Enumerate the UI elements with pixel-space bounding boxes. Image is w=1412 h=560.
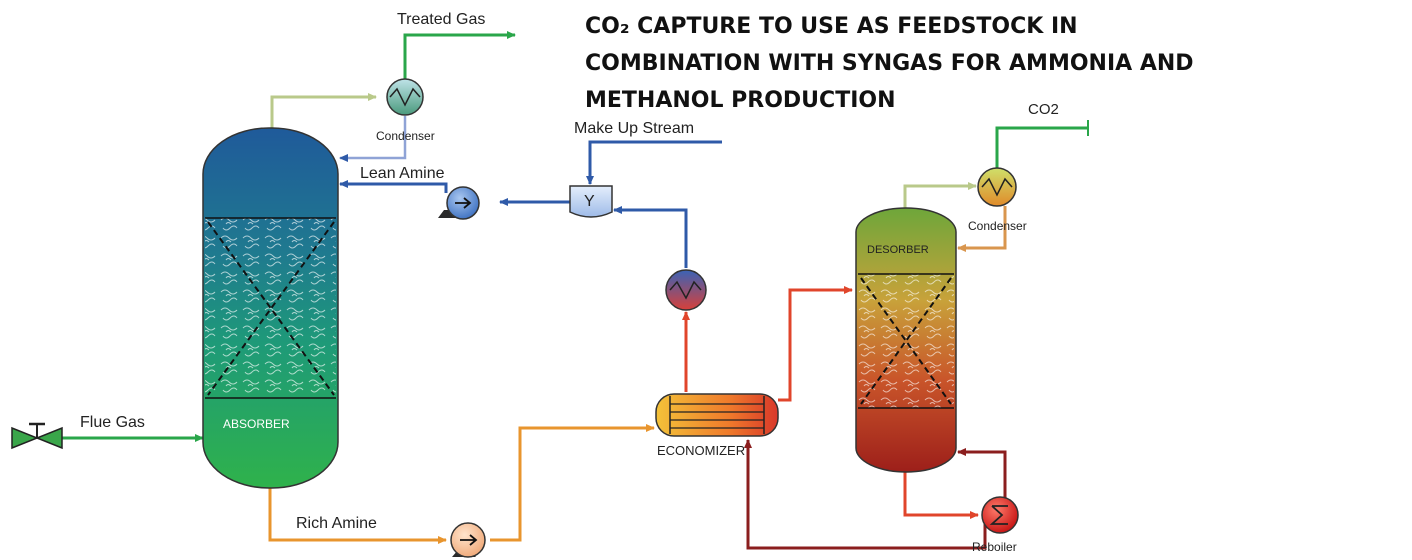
economizer-exchanger (655, 393, 779, 437)
absorber-column (202, 127, 339, 489)
absorber-label: ABSORBER (223, 417, 290, 431)
mixer-symbol: Y (584, 193, 595, 210)
absorber-reflux-line (339, 116, 407, 162)
desorber-label: DESORBER (867, 244, 929, 256)
pump-to-economizer-line (490, 424, 655, 542)
desorber-to-reboiler-line (903, 470, 979, 519)
reboiler-coil-icon (989, 505, 1008, 525)
flue-gas-label: Flue Gas (80, 414, 145, 431)
hot-lean-return-line (744, 439, 987, 550)
economizer-to-desorber-line (778, 286, 853, 402)
rich-amine-pump (450, 522, 486, 558)
condenser-coil-icon (389, 87, 421, 107)
rich-amine-label: Rich Amine (296, 515, 377, 532)
absorber-overhead-line (270, 93, 377, 128)
desorber-condenser (977, 167, 1017, 207)
condenser-coil-icon (981, 177, 1013, 197)
make-up-line (586, 140, 722, 185)
reboiler-label: Reboiler (972, 540, 1017, 554)
cooler-coil-icon (669, 280, 702, 300)
rich-amine-line (268, 487, 447, 544)
treated-gas-line (403, 31, 516, 80)
co2-out-line (995, 126, 1088, 168)
desorber-column (855, 207, 957, 473)
cooler-to-mixer-line (613, 206, 688, 268)
co2-label: CO2 (1028, 101, 1059, 118)
make-up-stream-label: Make Up Stream (574, 120, 694, 137)
lean-amine-line (339, 180, 448, 193)
absorber-condenser (386, 78, 424, 116)
absorber-condenser-label: Condenser (376, 129, 435, 143)
desorber-condenser-label: Condenser (968, 219, 1027, 233)
desorber-overhead-line (903, 182, 977, 208)
lean-amine-label: Lean Amine (360, 165, 445, 182)
title-line-3: METHANOL PRODUCTION (585, 88, 896, 113)
title-line-1: CO₂ CAPTURE TO USE AS FEEDSTOCK IN (585, 14, 1078, 39)
reboiler-return-line (957, 448, 1007, 498)
reboiler (981, 496, 1019, 534)
treated-gas-label: Treated Gas (397, 11, 485, 28)
economizer-label: ECONOMIZER (657, 443, 745, 458)
title-line-2: COMBINATION WITH SYNGAS FOR AMMONIA AND (585, 51, 1194, 76)
make-up-mixer (569, 185, 613, 218)
lean-amine-cooler (665, 269, 707, 311)
desorber-reflux-line (957, 206, 1007, 252)
flue-gas-valve-icon (11, 422, 63, 450)
lean-amine-pump (438, 186, 480, 220)
